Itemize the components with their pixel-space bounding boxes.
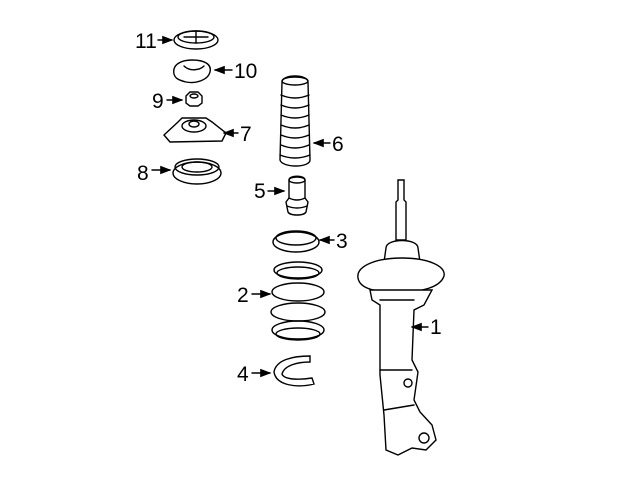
- callout-5: 5: [254, 180, 266, 203]
- part-bearing: [172, 158, 222, 185]
- callout-9: 9: [152, 90, 164, 113]
- callout-6: 6: [332, 133, 344, 156]
- part-dust-boot: [279, 75, 311, 167]
- callout-11: 11: [135, 30, 157, 53]
- part-strut: [357, 179, 445, 456]
- callout-2: 2: [237, 284, 249, 307]
- part-upper-cover: [173, 59, 211, 84]
- part-spring-seat: [272, 230, 320, 253]
- callout-7: 7: [240, 123, 252, 146]
- callout-8: 8: [137, 162, 149, 185]
- part-strut-mount: [163, 117, 227, 143]
- part-coil-spring: [270, 261, 326, 341]
- part-nut: [185, 91, 203, 107]
- callout-1: 1: [430, 316, 442, 339]
- part-cap: [173, 30, 219, 50]
- part-spring-clip: [273, 355, 315, 387]
- callout-4: 4: [237, 363, 249, 386]
- callout-10: 10: [234, 60, 257, 83]
- part-bump-stop: [285, 175, 309, 216]
- callout-3: 3: [336, 230, 348, 253]
